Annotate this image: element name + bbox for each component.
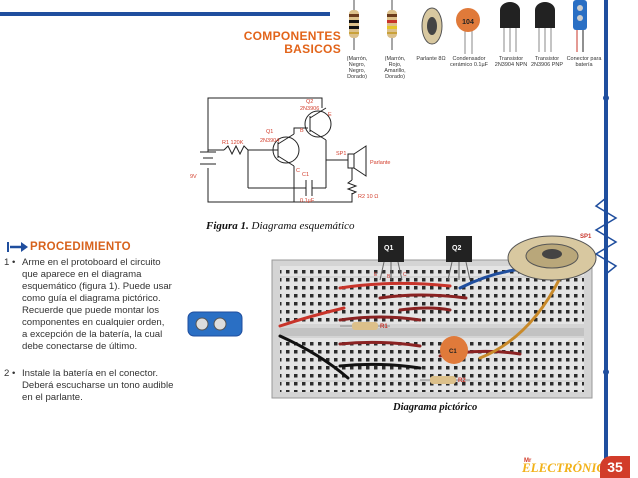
component-caption: Conector para batería xyxy=(566,56,602,68)
resistor-r2-icon: R2 xyxy=(420,376,470,384)
component-caption: (Marrón, Negro, Negro, Dorado) xyxy=(346,56,368,80)
component-caption: Parlante 8Ω xyxy=(416,56,446,62)
c1-pic-label: C1 xyxy=(449,349,457,355)
brand-logo-prefix: Mr xyxy=(524,458,532,464)
pin-b-label: B xyxy=(387,274,391,280)
transistor-q2-icon: Q2 xyxy=(446,236,472,281)
procedure-step: 2 • Instale la batería en el conector. D… xyxy=(4,368,194,408)
figure-title: Diagrama esquemático xyxy=(251,220,355,232)
transistor-q1-icon: Q1 E B C xyxy=(374,236,407,281)
step-line: que aparece en el diagrama xyxy=(22,269,142,280)
schematic-diagram: Q2 2N3906 Q1 2N3904 R1 120K SP1 Parlante… xyxy=(190,97,391,204)
step-line: Arme en el protoboard el circuito xyxy=(22,257,161,268)
component-caption: (Marrón, Rojo, Amarillo, Dorado) xyxy=(384,56,406,80)
q1-label: Q1 xyxy=(266,129,273,135)
pictorial-diagram: Q1 E B C Q2 SP1 R1 C1 R2 xyxy=(187,234,597,399)
brand-logo: ELECTRÓNICO xyxy=(522,460,615,475)
step-number: 1 • xyxy=(4,257,16,268)
top-rule xyxy=(0,12,330,16)
section-title: COMPONENTES BASICOS xyxy=(244,30,341,56)
resistor-r1-icon: R1 xyxy=(340,322,390,330)
sp1-label: SP1 xyxy=(336,151,346,157)
figure-caption: Figura 1. Diagrama esquemático xyxy=(206,220,355,232)
procedure-title: PROCEDIMIENTO xyxy=(30,241,131,253)
battery-connector-icon xyxy=(573,0,587,52)
pin-e-label: E xyxy=(374,272,378,278)
pin-c-label: C xyxy=(403,272,407,278)
pictorial-caption: Diagrama pictórico xyxy=(393,402,478,413)
right-rule xyxy=(604,0,608,478)
resistor-icon xyxy=(349,0,359,50)
c1-value: 0.1µF xyxy=(300,198,315,204)
r1-pic-label: R1 xyxy=(380,324,388,330)
speaker-icon xyxy=(421,7,443,45)
component-caption: Transistor 2N3904 NPN xyxy=(494,56,528,68)
procedure-heading: PROCEDIMIENTO xyxy=(6,240,131,254)
components-strip: 104 xyxy=(349,0,587,54)
step-line: en el parlante. xyxy=(22,392,83,403)
q1-part: 2N3904 xyxy=(260,138,279,144)
r1-label: R1 120K xyxy=(222,140,244,146)
arrow-right-icon xyxy=(7,242,28,252)
c1-label: C1 xyxy=(302,172,309,178)
r2-pic-label: R2 xyxy=(458,378,466,384)
step-line: componentes en cualquier orden, xyxy=(22,317,165,328)
section-title-line1: COMPONENTES xyxy=(243,29,341,43)
sp1-pic-label: SP1 xyxy=(580,234,592,240)
q2-label: Q2 xyxy=(306,99,313,105)
component-caption: Transistor 2N3906 PNP xyxy=(530,56,564,68)
q1-pic-label: Q1 xyxy=(384,245,393,252)
capacitor-c1-icon: C1 xyxy=(440,336,468,364)
page-number: 35 xyxy=(600,456,630,478)
step-line: Deberá escucharse un tono audible xyxy=(22,380,174,391)
q2-part: 2N3906 xyxy=(300,106,319,112)
step-line: Recuerde que puede montar los xyxy=(22,305,160,316)
transistor-npn-icon xyxy=(500,2,520,52)
pin-c-label: C xyxy=(296,168,300,174)
margin-resistor-decoration xyxy=(594,95,618,375)
pin-b-label: B xyxy=(300,128,304,134)
resistor-icon xyxy=(387,0,397,50)
step-line: a excepción de la batería, la cual xyxy=(22,329,163,340)
step-line: esquemático (figura 1). Puede usar xyxy=(22,281,172,292)
step-line: como guía el diagrama pictórico. xyxy=(22,293,161,304)
breadboard xyxy=(271,259,593,399)
battery-connector-icon xyxy=(187,311,243,337)
supply-label: 9V xyxy=(190,174,197,180)
component-caption: Condensador cerámico 0.1µF xyxy=(449,56,488,68)
speaker-icon: SP1 xyxy=(507,234,597,281)
step-line: debe conectarse de último. xyxy=(22,341,138,352)
step-line: Instale la batería en el conector. xyxy=(22,368,158,379)
capacitor-icon: 104 xyxy=(456,8,480,54)
transistor-pnp-icon xyxy=(535,2,555,52)
q2-pic-label: Q2 xyxy=(452,245,461,252)
step-number: 2 • xyxy=(4,368,16,379)
figure-number: Figura 1. xyxy=(206,220,249,232)
r2-label: R2 10 Ω xyxy=(358,194,378,200)
capacitor-marking: 104 xyxy=(462,19,474,26)
speaker-label: Parlante xyxy=(370,160,391,166)
pin-e-label: E xyxy=(328,112,332,118)
procedure-step: 1 • Arme en el protoboard el circuito qu… xyxy=(4,257,194,357)
section-title-line2: BASICOS xyxy=(284,42,341,56)
